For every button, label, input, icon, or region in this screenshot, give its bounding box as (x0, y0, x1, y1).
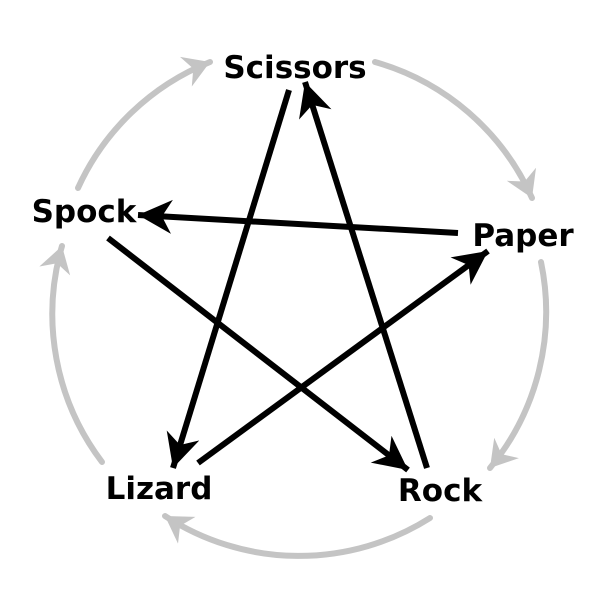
outer-cycle (39, 56, 550, 559)
node-label-paper: Paper (472, 218, 574, 254)
edge-lizard-to-paper (196, 248, 490, 466)
edge-spock-to-scissors (75, 56, 213, 191)
node-label-scissors: Scissors (223, 50, 366, 86)
edge-rock-to-scissors (299, 81, 430, 469)
node-label-spock: Spock (32, 194, 138, 230)
edge-scissors-to-lizard (166, 89, 292, 469)
node-labels: Scissors Paper Rock Lizard Spock (32, 50, 575, 509)
edge-spock-to-rock (106, 235, 410, 473)
node-label-lizard: Lizard (106, 471, 213, 507)
node-label-rock: Rock (398, 473, 484, 509)
edge-lizard-to-spock (39, 243, 105, 465)
edge-scissors-to-paper (372, 59, 537, 201)
edge-paper-to-spock (137, 199, 459, 236)
edge-rock-to-lizard (162, 513, 433, 559)
inner-star (106, 81, 490, 473)
edge-paper-to-rock (487, 259, 550, 471)
